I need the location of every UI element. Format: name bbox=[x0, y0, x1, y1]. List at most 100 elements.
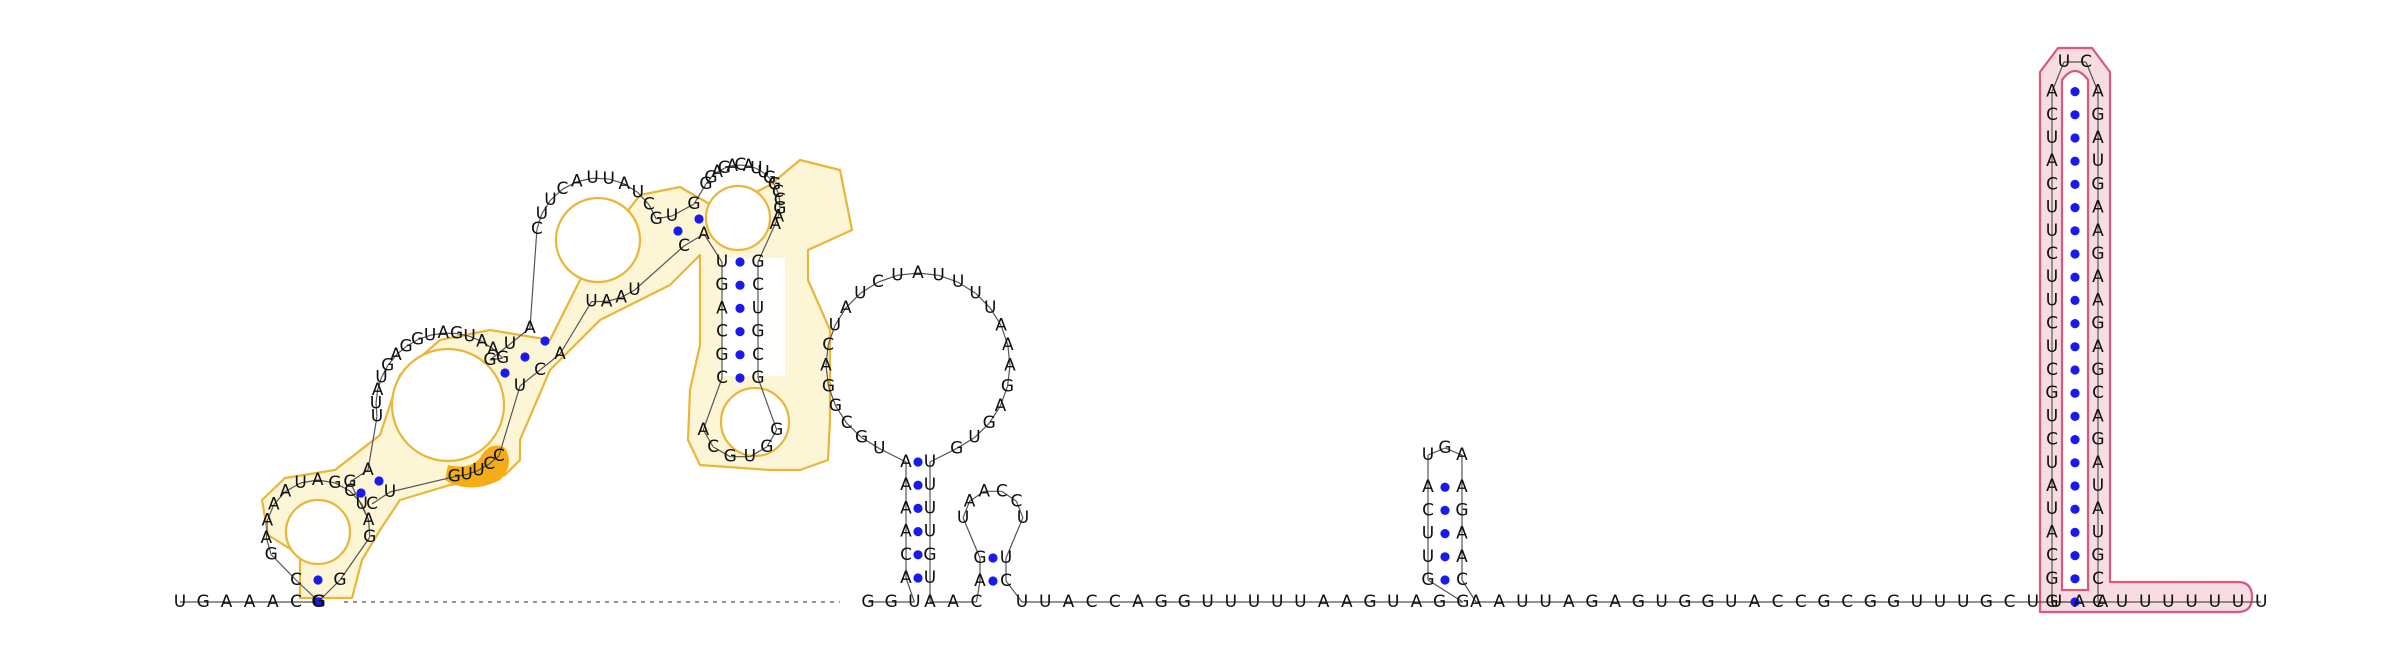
nucleotide-U: U bbox=[744, 447, 756, 467]
nucleotide-G: G bbox=[829, 396, 842, 416]
nucleotide-A: A bbox=[1470, 592, 1482, 612]
nucleotide-A: A bbox=[363, 510, 375, 530]
backbone-segment bbox=[773, 184, 779, 193]
backbone-segment bbox=[498, 385, 521, 457]
highlight-hole bbox=[704, 184, 772, 252]
highlight-orange bbox=[445, 445, 509, 488]
nucleotide-A: A bbox=[900, 568, 912, 588]
nucleotide-A: A bbox=[1749, 592, 1761, 612]
nucleotide-U: U bbox=[1017, 508, 1029, 528]
backbone-segment bbox=[285, 482, 301, 493]
highlight-pink-hairpin bbox=[2038, 46, 2254, 614]
nucleotide-G: G bbox=[650, 209, 663, 229]
nucleotide-U: U bbox=[1422, 547, 1434, 567]
nucleotide-U: U bbox=[628, 280, 640, 300]
backbone-segment bbox=[702, 429, 714, 448]
base-pair-dot bbox=[988, 576, 998, 586]
backbone-segment bbox=[774, 216, 779, 225]
nucleotide-A: A bbox=[900, 522, 912, 542]
nucleotide-A: A bbox=[716, 298, 728, 318]
nucleotide-A: A bbox=[615, 287, 627, 307]
nucleotide-A: A bbox=[995, 316, 1007, 336]
base-pair-dot bbox=[2070, 435, 2080, 445]
nucleotide-C: C bbox=[344, 481, 356, 501]
backbone-segment bbox=[861, 437, 880, 449]
nucleotide-C: C bbox=[2046, 360, 2058, 380]
base-pair-dot bbox=[540, 336, 550, 346]
backbone-segment bbox=[1007, 345, 1011, 366]
highlight-hole bbox=[390, 347, 506, 463]
nucleotide-C: C bbox=[2046, 174, 2058, 194]
nucleotide-A: A bbox=[268, 495, 280, 515]
nucleotide-U: U bbox=[2185, 592, 2197, 612]
nucleotide-A: A bbox=[698, 224, 710, 244]
nucleotide-C: C bbox=[970, 592, 982, 612]
nucleotide-U: U bbox=[1539, 592, 1551, 612]
nucleotide-A: A bbox=[769, 214, 781, 234]
nucleotide-C: C bbox=[752, 275, 764, 295]
nucleotide-U: U bbox=[375, 367, 387, 387]
nucleotide-U: U bbox=[969, 283, 981, 303]
nucleotide-U: U bbox=[2255, 592, 2267, 612]
backbone-segment bbox=[519, 369, 541, 387]
backbone-segment bbox=[1005, 580, 1023, 603]
base-pair-dot bbox=[2070, 249, 2080, 259]
nucleotide-U: U bbox=[536, 204, 548, 224]
nucleotide-C: C bbox=[2046, 244, 2058, 264]
nucleotide-C: C bbox=[2004, 592, 2016, 612]
backbone-segment bbox=[1427, 447, 1446, 456]
nucleotide-U: U bbox=[544, 190, 556, 210]
nucleotide-U: U bbox=[1934, 592, 1946, 612]
nucleotide-U: U bbox=[632, 183, 644, 203]
backbone-segment bbox=[846, 422, 862, 439]
nucleotide-G: G bbox=[1421, 570, 1434, 590]
backbone-segment bbox=[656, 215, 673, 220]
nucleotide-G: G bbox=[1864, 592, 1877, 612]
nucleotide-A: A bbox=[362, 460, 374, 480]
backbone-segment bbox=[608, 178, 625, 185]
nucleotide-G: G bbox=[715, 275, 728, 295]
nucleotide-U: U bbox=[460, 465, 472, 485]
backbone-segment bbox=[606, 296, 622, 302]
nucleotide-C: C bbox=[841, 413, 853, 433]
nucleotide-U: U bbox=[908, 592, 920, 612]
highlight-regions bbox=[260, 46, 2254, 614]
backbone-segment bbox=[2051, 61, 2065, 92]
nucleotide-G: G bbox=[363, 527, 376, 547]
nucleotide-U: U bbox=[1201, 592, 1213, 612]
nucleotide-C: C bbox=[493, 446, 505, 466]
backbone-segment bbox=[637, 192, 650, 205]
backbone-segment bbox=[671, 203, 695, 217]
nucleotide-A: A bbox=[437, 323, 449, 343]
base-pair-dot bbox=[988, 553, 998, 563]
nucleotide-C: C bbox=[1841, 592, 1853, 612]
nucleotide-G: G bbox=[197, 592, 210, 612]
backbone-segment bbox=[539, 353, 561, 371]
nucleotide-A: A bbox=[2092, 453, 2104, 473]
nucleotide-A: A bbox=[1422, 477, 1434, 497]
base-pair-dot bbox=[2070, 365, 2080, 375]
nucleotide-U: U bbox=[829, 316, 841, 336]
backbone-segment bbox=[962, 501, 971, 518]
backbone-segment bbox=[334, 482, 351, 492]
nucleotide-U: U bbox=[514, 376, 526, 396]
nucleotide-A: A bbox=[743, 156, 755, 176]
nucleotide-A: A bbox=[2097, 592, 2109, 612]
backbone-segment bbox=[300, 479, 318, 484]
nucleotide-U: U bbox=[2050, 592, 2062, 612]
nucleotide-A: A bbox=[280, 482, 292, 502]
nucleotide-A: A bbox=[1318, 592, 1330, 612]
base-pair-dot bbox=[2070, 411, 2080, 421]
nucleotide-U: U bbox=[174, 592, 186, 612]
nucleotide-C: C bbox=[2046, 430, 2058, 450]
backbone-segment bbox=[405, 339, 418, 347]
nucleotide-U: U bbox=[1911, 592, 1923, 612]
backbone-segment bbox=[317, 479, 335, 484]
nucleotide-U: U bbox=[2046, 453, 2058, 473]
nucleotide-C: C bbox=[2080, 52, 2092, 72]
nucleotide-U: U bbox=[757, 163, 769, 183]
backbone-segment bbox=[825, 365, 830, 387]
base-pair-dot bbox=[735, 327, 745, 337]
nucleotide-U: U bbox=[932, 265, 944, 285]
nucleotide-A: A bbox=[1456, 445, 1468, 465]
